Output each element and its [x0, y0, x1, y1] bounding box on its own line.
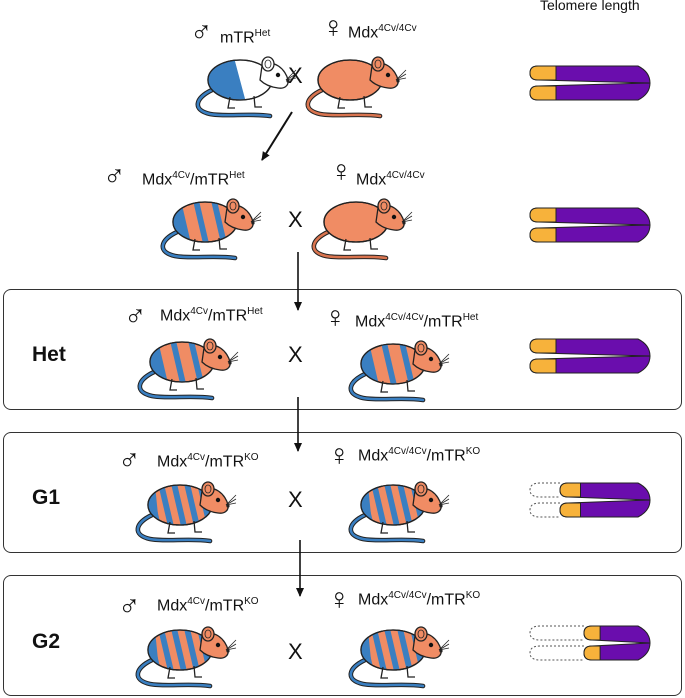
female-symbol: ♀	[322, 11, 345, 44]
generation-label-g2: G2	[32, 630, 61, 653]
male-mouse	[137, 338, 239, 401]
female-symbol: ♀	[328, 439, 351, 472]
telomere-diagram	[529, 207, 651, 243]
male-genotype-label: Mdx4Cv/mTRHet	[160, 306, 263, 325]
cross-symbol: X	[288, 342, 303, 367]
male-symbol: ♂	[103, 160, 126, 193]
male-mouse	[135, 626, 237, 689]
male-symbol: ♂	[118, 444, 141, 477]
arrow-row1-to-row2	[261, 111, 293, 161]
generation-label-het: Het	[32, 343, 66, 366]
cross-symbol: X	[288, 63, 303, 88]
female-mouse	[305, 56, 407, 119]
telomere-length-title: Telomere length	[540, 0, 640, 13]
cross-symbol: X	[288, 639, 303, 664]
g2-generation-box	[3, 575, 682, 696]
g1-generation-box	[3, 432, 682, 553]
male-mouse	[195, 56, 297, 119]
het-generation-box	[3, 289, 682, 410]
male-symbol: ♂	[190, 16, 213, 49]
male-genotype-label: Mdx4Cv/mTRHet	[142, 170, 245, 189]
female-genotype-label: Mdx4Cv/4Cv/mTRHet	[355, 312, 479, 331]
male-mouse	[160, 198, 262, 261]
female-genotype-label: Mdx4Cv/4Cv/mTRKO	[358, 446, 481, 465]
generation-label-g1: G1	[32, 486, 61, 509]
telomere-diagram	[529, 482, 651, 518]
telomere-diagram	[529, 65, 651, 101]
female-mouse	[348, 626, 450, 689]
telomere-diagram	[529, 625, 651, 661]
male-genotype-label: mTRHet	[220, 28, 271, 47]
female-genotype-label: Mdx4Cv/4Cv	[348, 23, 417, 42]
female-mouse	[311, 198, 413, 261]
female-genotype-label: Mdx4Cv/4Cv/mTRKO	[358, 590, 481, 609]
female-symbol: ♀	[328, 583, 351, 616]
female-mouse	[348, 481, 450, 544]
female-mouse	[348, 340, 450, 403]
male-symbol: ♂	[124, 300, 147, 333]
telomere-diagram	[529, 338, 651, 374]
male-genotype-label: Mdx4Cv/mTRKO	[157, 596, 259, 615]
female-genotype-label: Mdx4Cv/4Cv	[356, 170, 425, 189]
female-symbol: ♀	[330, 155, 353, 188]
cross-symbol: X	[288, 207, 303, 232]
mouse-illustrations	[135, 56, 450, 689]
female-symbol: ♀	[324, 301, 347, 334]
cross-symbol: X	[288, 487, 303, 512]
male-genotype-label: Mdx4Cv/mTRKO	[157, 452, 259, 471]
telomere-illustrations	[529, 65, 651, 661]
male-symbol: ♂	[118, 590, 141, 623]
male-mouse	[135, 481, 237, 544]
inheritance-arrows	[261, 111, 304, 597]
